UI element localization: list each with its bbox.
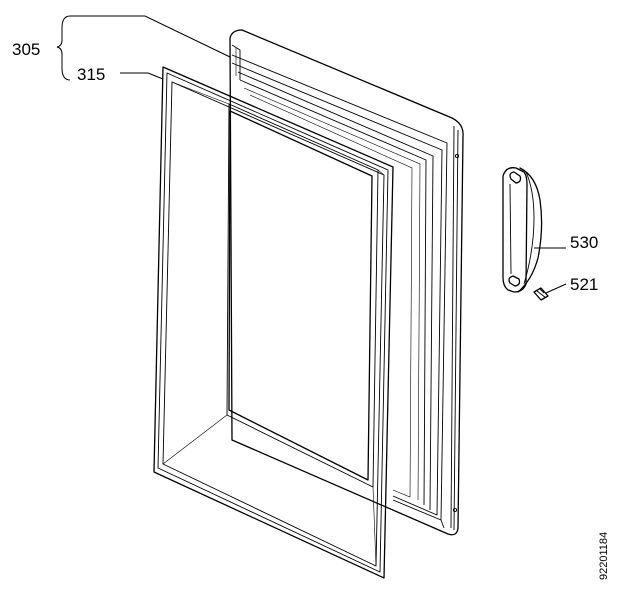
callout-315: 315 <box>77 65 105 84</box>
door-handle <box>502 167 543 293</box>
drawing-number: 92201184 <box>598 532 610 580</box>
door-panel <box>229 29 464 536</box>
callout-305: 305 <box>12 40 40 59</box>
door-gasket <box>153 66 394 579</box>
leader-lines <box>56 15 567 294</box>
screw <box>533 287 549 301</box>
callout-530: 530 <box>570 233 598 252</box>
callout-521: 521 <box>570 275 598 294</box>
bracket-305 <box>56 15 71 81</box>
